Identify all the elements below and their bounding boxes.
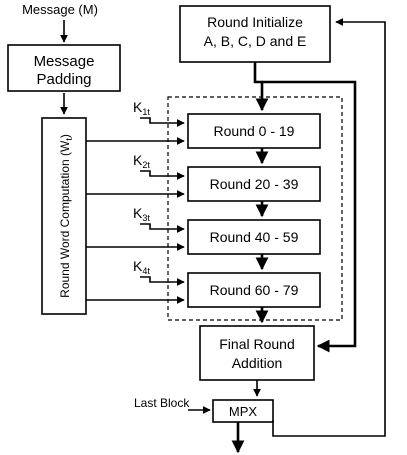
round-label-1: Round 0 - 19 — [214, 123, 295, 139]
init-to-round1-arrow — [253, 62, 269, 112]
message-label: Message (M) — [22, 2, 98, 17]
final-round-addition-box — [199, 325, 315, 381]
final-round-line2: Addition — [232, 355, 283, 371]
mpx-feedback-arrow — [272, 18, 386, 437]
init-to-final-feedforward-arrow — [262, 80, 357, 353]
round-box-4 — [187, 272, 321, 308]
constant-k1-label: K1t — [133, 99, 150, 117]
mpx-label: MPX — [229, 404, 258, 419]
rounds-dashed-group — [167, 96, 343, 321]
message-padding-line2: Padding — [36, 71, 91, 88]
round-initialize-box — [179, 5, 331, 63]
round-label-4: Round 60 - 79 — [210, 282, 299, 298]
round-initialize-line1: Round Initialize — [207, 14, 303, 30]
round-box-1 — [187, 113, 321, 149]
round-word-computation-label: Round Word Computation (Wt) — [58, 134, 74, 298]
round-box-3 — [187, 219, 321, 255]
message-padding-line1: Message — [34, 53, 95, 70]
round-initialize-line2: A, B, C, D and E — [204, 33, 307, 49]
mpx-box — [212, 399, 274, 423]
round-box-2 — [187, 166, 321, 202]
constant-k4-arrow — [140, 276, 185, 286]
constant-k4-label: K4t — [133, 258, 150, 276]
constant-k3-arrow — [140, 223, 185, 233]
constant-k2-arrow — [140, 170, 185, 180]
constant-k2-label: K2t — [133, 152, 150, 170]
round-word-computation-box — [41, 117, 87, 315]
round-label-3: Round 40 - 59 — [210, 229, 299, 245]
constant-k1-arrow — [140, 117, 185, 127]
message-padding-box — [7, 44, 121, 92]
round-label-2: Round 20 - 39 — [210, 176, 299, 192]
last-block-label: Last Block — [134, 396, 190, 410]
constant-k3-label: K3t — [133, 205, 150, 223]
final-round-line1: Final Round — [219, 336, 295, 352]
